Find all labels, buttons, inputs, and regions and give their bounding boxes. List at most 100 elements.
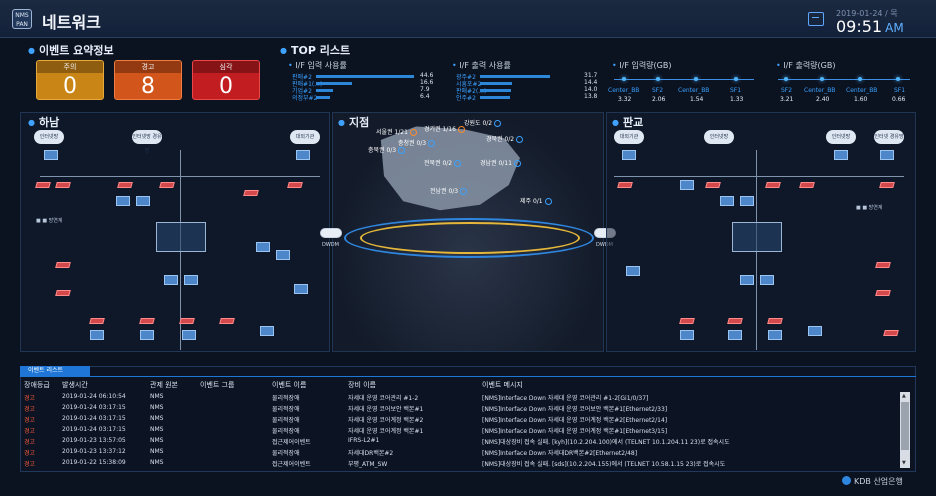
router-icon[interactable] <box>117 182 133 188</box>
internet-transit-cloud-icon[interactable]: 인터넷 경유망 <box>874 130 904 144</box>
caution-card[interactable]: 주의 0 <box>36 60 104 100</box>
warning-card[interactable]: 경고 8 <box>114 60 182 100</box>
switch-icon[interactable] <box>276 250 290 260</box>
router-icon[interactable] <box>35 182 51 188</box>
switch-icon[interactable] <box>728 330 742 340</box>
switch-icon[interactable] <box>626 266 640 276</box>
router-icon[interactable] <box>617 182 633 188</box>
event-row[interactable]: 경고 2019-01-24 03:17:15 NMS 물리적장애 자세대 운영 … <box>20 415 900 425</box>
if-input-gb-dot[interactable] <box>622 77 626 81</box>
router-icon[interactable] <box>679 318 695 324</box>
if-output-gb-dot[interactable] <box>784 77 788 81</box>
router-icon[interactable] <box>883 330 899 336</box>
switch-icon[interactable] <box>184 275 198 285</box>
switch-icon[interactable] <box>880 150 894 160</box>
col-severity[interactable]: 장애등급 <box>24 381 50 389</box>
event-row[interactable]: 경고 2019-01-24 06:10:54 NMS 물리적장애 자세대 운영 … <box>20 393 900 403</box>
event-row[interactable]: 경고 2019-01-22 15:38:09 NMS 접근제어이벤트 부평_AT… <box>20 459 900 469</box>
switch-icon[interactable] <box>680 180 694 190</box>
switch-icon[interactable] <box>182 330 196 340</box>
event-list-scrollbar[interactable]: ▲ ▼ <box>900 392 910 468</box>
external-agency-cloud-icon[interactable]: 대외기관 <box>290 130 320 144</box>
event-row[interactable]: 경고 2019-01-24 03:17:15 NMS 물리적장애 자세대 운영 … <box>20 404 900 414</box>
if-output-gb-dot[interactable] <box>896 77 900 81</box>
scroll-down-icon[interactable]: ▼ <box>902 460 906 466</box>
site-gyeongbuk[interactable]: 경북권 0/2 <box>486 134 524 143</box>
router-icon[interactable] <box>879 182 895 188</box>
site-chungcheong[interactable]: 충청권 0/3 <box>398 138 436 147</box>
dwdm-left-icon[interactable] <box>320 228 342 238</box>
if-input-row[interactable]: 판매#2 44.6 <box>292 72 440 81</box>
router-icon[interactable] <box>799 182 815 188</box>
site-seoul[interactable]: 서울권 1/21 <box>376 127 417 136</box>
if-output-gb-dot[interactable] <box>820 77 824 81</box>
core-switch-group[interactable] <box>156 222 206 252</box>
col-group[interactable]: 이벤트 그룹 <box>200 381 235 389</box>
router-icon[interactable] <box>55 262 71 268</box>
router-icon[interactable] <box>55 182 71 188</box>
if-output-row[interactable]: 판매#2(...) 14.0 <box>456 86 604 95</box>
switch-icon[interactable] <box>90 330 104 340</box>
event-row[interactable]: 경고 2019-01-24 03:17:15 NMS 물리적장애 자세대 운영 … <box>20 426 900 436</box>
switch-icon[interactable] <box>164 275 178 285</box>
router-icon[interactable] <box>875 290 891 296</box>
if-output-gb-dot[interactable] <box>858 77 862 81</box>
switch-icon[interactable] <box>260 326 274 336</box>
col-message[interactable]: 이벤트 메시지 <box>482 381 523 389</box>
site-gyeongnam[interactable]: 경남권 0/11 <box>480 158 521 167</box>
event-row[interactable]: 경고 2019-01-23 13:37:12 NMS 물리적장애 자세대DR백본… <box>20 448 900 458</box>
external-agency-cloud-icon[interactable]: 대외기관 <box>614 130 644 144</box>
if-input-gb-dot[interactable] <box>656 77 660 81</box>
if-output-row[interactable]: 시흥포#2 14.4 <box>456 79 604 88</box>
router-icon[interactable] <box>767 318 783 324</box>
switch-icon[interactable] <box>136 196 150 206</box>
router-icon[interactable] <box>179 318 195 324</box>
if-output-row[interactable]: 광주#2 31.7 <box>456 72 604 81</box>
router-icon[interactable] <box>243 190 259 196</box>
site-jeonnam[interactable]: 전남권 0/3 <box>430 186 468 195</box>
switch-icon[interactable] <box>768 330 782 340</box>
site-jeonbuk[interactable]: 전북권 0/2 <box>424 158 462 167</box>
router-icon[interactable] <box>875 262 891 268</box>
core-switch-group[interactable] <box>732 222 782 252</box>
router-icon[interactable] <box>765 182 781 188</box>
switch-icon[interactable] <box>294 284 308 294</box>
switch-icon[interactable] <box>296 150 310 160</box>
switch-icon[interactable] <box>44 150 58 160</box>
internet-cloud-icon[interactable]: 인터넷망 <box>34 130 64 144</box>
router-icon[interactable] <box>89 318 105 324</box>
router-icon[interactable] <box>727 318 743 324</box>
router-icon[interactable] <box>159 182 175 188</box>
switch-icon[interactable] <box>740 196 754 206</box>
col-device[interactable]: 장비 이름 <box>348 381 376 389</box>
site-jeju[interactable]: 제주 0/1 <box>520 196 552 205</box>
col-time[interactable]: 발생시간 <box>62 381 88 389</box>
scroll-thumb[interactable] <box>901 402 909 450</box>
if-input-row[interactable]: 기업#2 7.9 <box>292 86 440 95</box>
router-icon[interactable] <box>287 182 303 188</box>
router-icon[interactable] <box>55 290 71 296</box>
app-logo-icon[interactable]: NMS PAN <box>12 9 32 29</box>
switch-icon[interactable] <box>256 242 270 252</box>
site-gangwon[interactable]: 강원도 0/2 <box>464 118 502 127</box>
router-icon[interactable] <box>705 182 721 188</box>
internet-transit-cloud-icon[interactable]: 인터넷망 경유망 <box>132 130 162 154</box>
switch-icon[interactable] <box>680 330 694 340</box>
site-chungbuk[interactable]: 충북권 0/3 <box>368 145 406 154</box>
switch-icon[interactable] <box>760 275 774 285</box>
col-event-name[interactable]: 이벤트 이름 <box>272 381 307 389</box>
site-gyeonggi[interactable]: 경기권 1/16 <box>424 124 465 133</box>
switch-icon[interactable] <box>116 196 130 206</box>
switch-icon[interactable] <box>808 326 822 336</box>
if-input-gb-dot[interactable] <box>694 77 698 81</box>
router-icon[interactable] <box>219 318 235 324</box>
internet-cloud-icon[interactable]: 인터넷망 <box>826 130 856 144</box>
scroll-up-icon[interactable]: ▲ <box>902 393 906 399</box>
switch-icon[interactable] <box>140 330 154 340</box>
if-input-row[interactable]: 판매#1(...) 16.6 <box>292 79 440 88</box>
router-icon[interactable] <box>139 318 155 324</box>
internet-cloud-icon[interactable]: 인터넷망 <box>704 130 734 144</box>
if-input-row[interactable]: 의정부#2 6.4 <box>292 93 440 102</box>
event-list-tab[interactable]: 이벤트 리스트 <box>20 366 90 376</box>
critical-card[interactable]: 심각 0 <box>192 60 260 100</box>
